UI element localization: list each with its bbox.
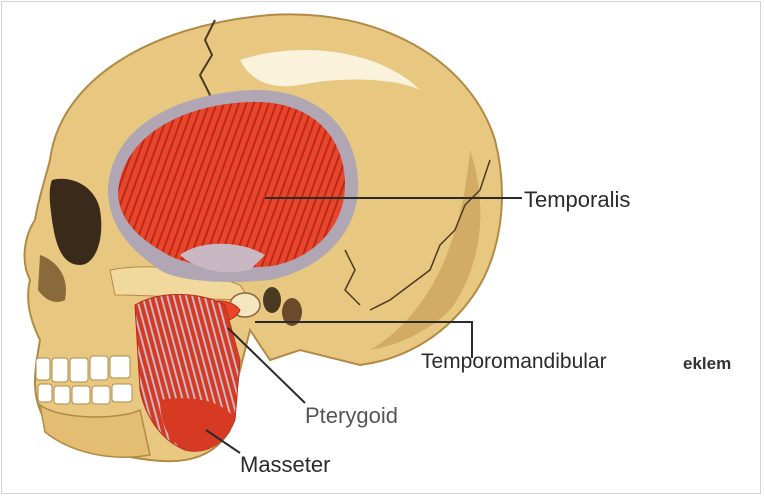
label-masseter: Masseter (240, 452, 330, 478)
label-eklem: eklem (683, 354, 731, 374)
label-temporalis: Temporalis (524, 187, 630, 213)
label-pterygoid: Pterygoid (305, 403, 398, 429)
tmj-fossa (263, 287, 281, 313)
label-temporomandibular: Temporomandibular (421, 350, 607, 374)
upper-teeth (36, 356, 130, 382)
